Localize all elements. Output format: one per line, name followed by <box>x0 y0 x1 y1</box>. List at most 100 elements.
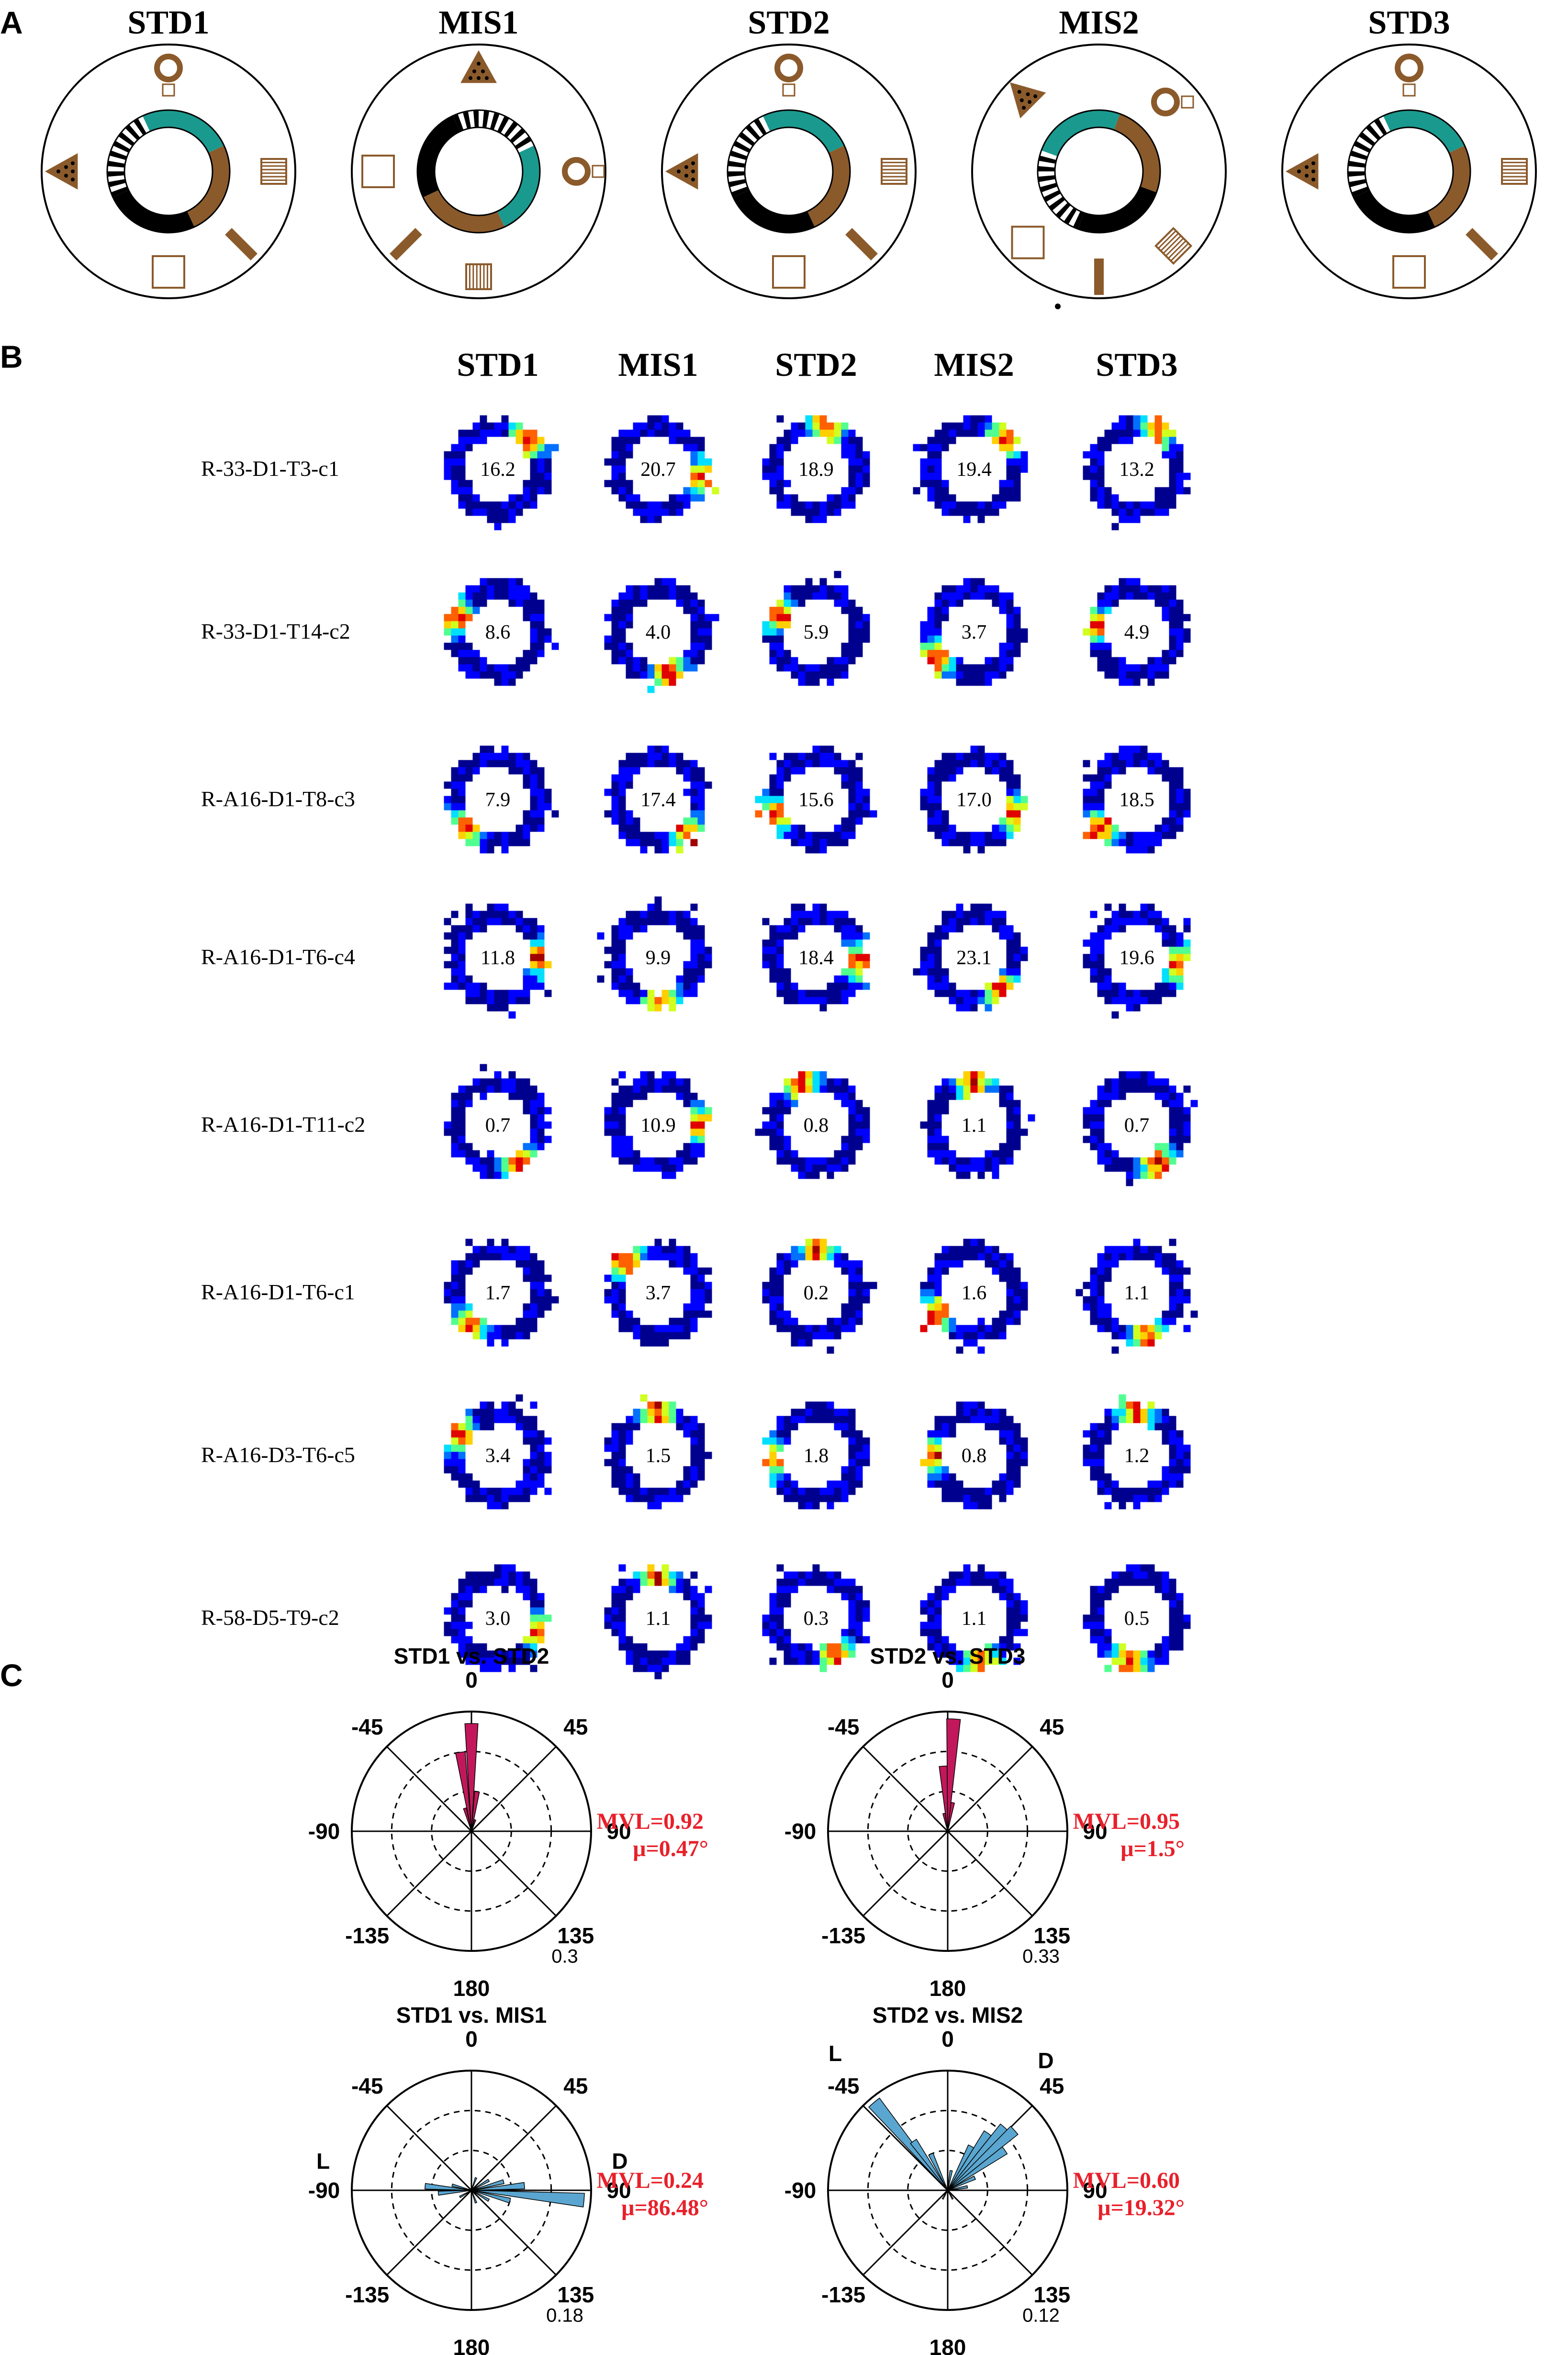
rate-map: 0.5 <box>1083 1564 1191 1672</box>
rate-map: 0.8 <box>755 1071 870 1179</box>
rate-map-column-header: MIS1 <box>618 347 698 383</box>
peak-rate-value: 4.0 <box>646 621 671 643</box>
arena-mis1: MIS1 <box>351 4 606 299</box>
arena-title: STD2 <box>748 4 829 41</box>
polar-angle-tick: 135 <box>1033 2282 1070 2307</box>
arena-cue-stripes <box>260 158 287 185</box>
polar-bin <box>471 1819 477 1832</box>
arena-std2: STD2 <box>661 4 917 299</box>
peak-rate-value: 1.7 <box>485 1282 511 1304</box>
rate-map-column-header: MIS2 <box>934 347 1014 383</box>
polar-bin <box>947 2170 953 2191</box>
polar-angle-tick: 180 <box>453 1976 490 2001</box>
mvl-value: MVL=0.92 <box>597 1809 704 1834</box>
peak-rate-value: 1.6 <box>962 1282 987 1304</box>
polar-angle-tick: -45 <box>828 1714 859 1739</box>
local-cue-track <box>1347 109 1471 234</box>
cell-id-label: R-A16-D1-T6-c4 <box>201 945 355 969</box>
arena-title: STD1 <box>127 4 209 41</box>
polar-title: STD2 vs. STD3 <box>870 1644 1026 1668</box>
rate-map: 3.4 <box>444 1394 552 1510</box>
mvl-value: MVL=0.60 <box>1073 2168 1180 2193</box>
rate-map: 16.2 <box>444 415 559 530</box>
peak-rate-value: 0.8 <box>804 1115 829 1137</box>
polar-angle-tick: 90 <box>1083 2178 1107 2203</box>
rate-map: 13.2 <box>1083 415 1191 530</box>
polar-bin <box>928 2152 948 2191</box>
arena-cue-square <box>1392 255 1426 289</box>
polar-angle-tick: -135 <box>345 1923 389 1948</box>
arena-cue-triangle <box>665 153 698 190</box>
rate-map: 3.7 <box>604 1239 712 1347</box>
polar-bin <box>459 2190 472 2198</box>
arena-cue-circle <box>154 54 183 97</box>
polar-angle-tick: 45 <box>1040 2073 1064 2098</box>
arena-cue-bar <box>390 228 422 260</box>
rate-map: 20.7 <box>604 415 719 523</box>
peak-rate-value: 20.7 <box>640 459 676 481</box>
rate-map-column-header: STD3 <box>1096 347 1177 383</box>
peak-rate-value: 18.9 <box>798 459 834 481</box>
polar-angle-tick: -90 <box>784 1819 816 1844</box>
polar-bin <box>947 2146 1008 2191</box>
arena-cue-square <box>152 255 185 289</box>
polar-bin <box>425 2183 472 2191</box>
rate-map: 19.6 <box>1083 903 1191 1019</box>
peak-rate-value: 3.4 <box>485 1445 511 1467</box>
panel-label-b: B <box>0 339 23 374</box>
peak-rate-value: 3.0 <box>485 1608 511 1630</box>
polar-angle-tick: -90 <box>784 2178 816 2203</box>
peak-rate-value: 15.6 <box>798 789 834 811</box>
polar-bin <box>471 2177 478 2191</box>
marker-dot <box>1055 304 1061 309</box>
cell-id-label: R-A16-D3-T6-c5 <box>201 1442 355 1467</box>
polar-angle-tick: 90 <box>1083 1819 1107 1844</box>
rate-map: 0.7 <box>444 1064 552 1179</box>
polar-radius-scale: 0.3 <box>551 1946 578 1967</box>
rate-map: 1.1 <box>920 1071 1035 1179</box>
polar-angle-tick: -135 <box>345 2282 389 2307</box>
rate-map: 1.7 <box>444 1239 559 1347</box>
rate-map: 11.8 <box>444 903 552 1019</box>
polar-bin <box>947 2144 974 2191</box>
rate-map-column-header: STD2 <box>775 347 857 383</box>
rate-map: 18.5 <box>1083 745 1191 854</box>
rate-map: 3.7 <box>920 578 1028 686</box>
rate-map: 1.5 <box>604 1394 712 1510</box>
peak-rate-value: 9.9 <box>646 947 671 969</box>
mean-angle-value: μ=19.32° <box>1098 2195 1185 2220</box>
cell-id-label: R-A16-D1-T11-c2 <box>201 1112 365 1137</box>
peak-rate-value: 1.5 <box>646 1445 671 1467</box>
panel-label-c: C <box>0 1657 23 1693</box>
arena-cue-stripesD <box>1154 226 1193 265</box>
local-cue-track <box>1037 109 1161 234</box>
rate-map: 9.9 <box>597 896 712 1012</box>
arena-cue-stripes <box>881 158 907 185</box>
rate-map: 23.1 <box>913 903 1028 1012</box>
rate-map: 3.0 <box>444 1564 552 1672</box>
arena-title: MIS2 <box>1059 4 1139 41</box>
polar-angle-tick: 135 <box>1033 1923 1070 1948</box>
arena-cue-bar <box>225 228 258 260</box>
rate-map: 1.2 <box>1083 1394 1191 1510</box>
polar-bin <box>910 2139 948 2191</box>
polar-radius-scale: 0.18 <box>546 2305 583 2326</box>
polar-angle-tick: 180 <box>453 2335 490 2355</box>
arena-cue-circle <box>562 157 605 186</box>
rate-map: 1.8 <box>762 1401 870 1510</box>
arena-cue-circle <box>1151 88 1194 117</box>
polar-angle-tick: 0 <box>941 2027 954 2051</box>
direction-label-left: L <box>829 2041 842 2066</box>
direction-label-right: D <box>1038 2048 1053 2073</box>
peak-rate-value: 19.6 <box>1119 947 1154 969</box>
polar-bin <box>947 2185 968 2191</box>
rate-map-column-header: STD1 <box>457 347 538 383</box>
peak-rate-value: 0.2 <box>804 1282 829 1304</box>
polar-angle-tick: 90 <box>606 1819 631 1844</box>
arena-cue-square <box>772 255 806 289</box>
peak-rate-value: 3.7 <box>962 621 987 643</box>
polar-bin <box>463 1807 472 1832</box>
arena-cue-circle <box>774 54 803 97</box>
polar-angle-tick: 45 <box>563 2073 588 2098</box>
